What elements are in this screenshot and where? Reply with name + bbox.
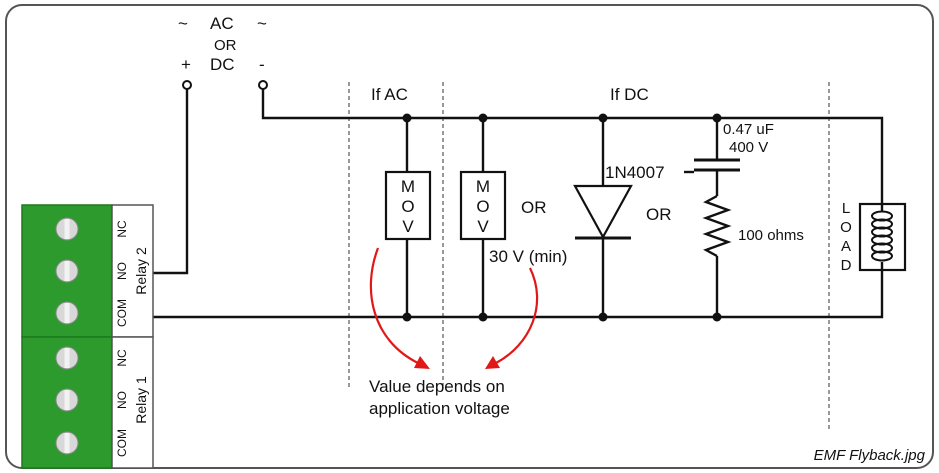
load-coil-icon <box>871 204 893 270</box>
mov2-letter-o: O <box>476 197 489 216</box>
relay1-nc-label: NC <box>115 349 129 367</box>
mov2-letter-v: V <box>477 217 489 236</box>
relay2-com-label: COM <box>115 299 129 327</box>
resistor-zigzag <box>702 194 732 258</box>
load-letter-o: O <box>840 219 852 236</box>
relay-terminal-block: NC NO COM Relay 2 NC NO COM Relay 1 <box>21 204 154 469</box>
relay1-com-label: COM <box>115 429 129 457</box>
if-ac-label: If AC <box>371 85 408 104</box>
load-letter-a: A <box>841 238 851 255</box>
or-after-mov: OR <box>521 198 547 217</box>
relay2-nc-label: NC <box>115 220 129 238</box>
relay1-label-panel <box>111 336 154 469</box>
relay2-label-panel <box>111 204 154 338</box>
or-after-diode: OR <box>646 205 672 224</box>
mov1-letter-v: V <box>402 217 414 236</box>
top-rail <box>261 89 884 204</box>
arrow-left-head <box>414 356 430 369</box>
screw-icon <box>55 431 79 455</box>
mov1-letter-o: O <box>401 197 414 216</box>
screw-icon <box>55 259 79 283</box>
mov2-body <box>459 170 507 241</box>
image-caption: EMF Flyback.jpg <box>814 447 926 464</box>
relay2-no-label: NO <box>115 262 129 280</box>
load-letter-d: D <box>841 257 852 274</box>
note-line1: Value depends on <box>369 377 505 396</box>
minus-label: - <box>259 55 265 74</box>
arrow-right-head <box>485 356 500 369</box>
resistor-value-label: 100 ohms <box>738 227 804 244</box>
mov2-letter-m: M <box>476 177 490 196</box>
cap-value-label: 0.47 uF <box>723 121 774 138</box>
or-label: OR <box>214 37 237 54</box>
ac-tilde-left: ~ <box>178 14 188 33</box>
plus-wire <box>153 89 189 275</box>
bottom-rail <box>153 270 884 319</box>
dc-label: DC <box>210 55 235 74</box>
junction-nodes <box>402 113 722 322</box>
relay2-name-label: Relay 2 <box>133 247 149 295</box>
cap-voltage-label: 400 V <box>729 139 768 156</box>
screw-icon <box>55 388 79 412</box>
note-line2: application voltage <box>369 399 510 418</box>
diode-part-label: 1N4007 <box>605 163 665 182</box>
ac-label: AC <box>210 14 234 33</box>
screw-icon <box>55 217 79 241</box>
mov1-letter-m: M <box>401 177 415 196</box>
ac-tilde-right: ~ <box>257 14 267 33</box>
relay1-no-label: NO <box>115 391 129 409</box>
arrow-left <box>369 247 419 364</box>
plus-terminal <box>182 80 192 90</box>
plus-label: + <box>181 55 191 74</box>
load-letter-l: L <box>842 200 850 217</box>
arrow-right <box>495 267 539 364</box>
diode-triangle <box>573 184 633 240</box>
screw-icon <box>55 346 79 370</box>
minus-terminal <box>258 80 268 90</box>
screw-icon <box>55 301 79 325</box>
if-dc-label: If DC <box>610 85 649 104</box>
mov-rating: 30 V (min) <box>489 247 567 266</box>
mov1-body <box>384 170 432 241</box>
relay1-name-label: Relay 1 <box>133 376 149 424</box>
